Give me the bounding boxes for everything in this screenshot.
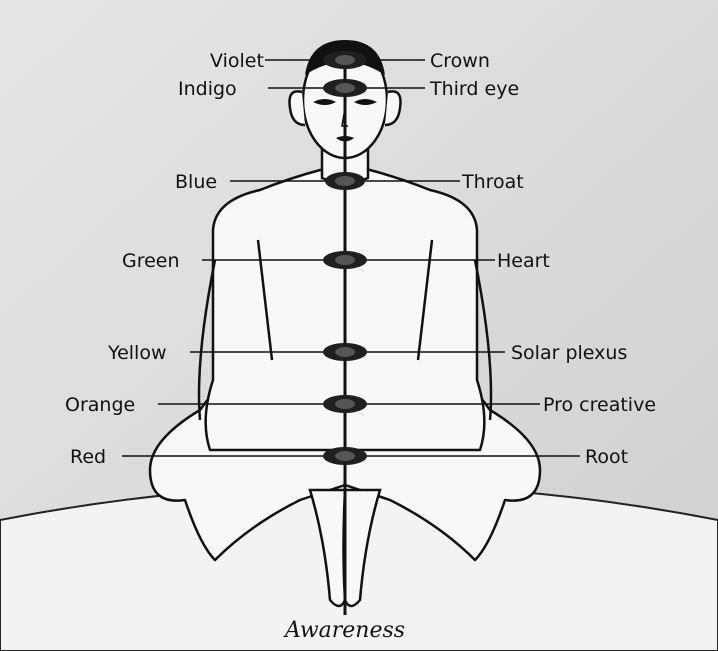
color-label: Red	[70, 446, 106, 468]
color-label: Indigo	[178, 78, 237, 100]
chakra-spot-center	[335, 55, 355, 65]
chakra-spot-center	[335, 255, 355, 265]
caption: Awareness	[283, 618, 405, 643]
chakra-spot-center	[335, 176, 355, 186]
chakra-name-label: Crown	[430, 50, 490, 72]
color-label: Yellow	[107, 342, 167, 364]
color-label: Blue	[175, 171, 217, 193]
chakra-name-label: Pro creative	[543, 394, 656, 416]
chakra-name-label: Solar plexus	[511, 342, 627, 364]
chakra-name-label: Root	[585, 446, 628, 468]
chakra-name-label: Throat	[461, 171, 524, 193]
chakra-spot-center	[335, 399, 355, 409]
chakra-spot-center	[335, 451, 355, 461]
chakra-name-label: Heart	[497, 250, 550, 272]
chakra-spot-center	[335, 83, 355, 93]
chakra-name-label: Third eye	[429, 78, 519, 100]
chakra-spot-center	[335, 347, 355, 357]
color-label: Violet	[210, 50, 264, 72]
color-label: Green	[122, 250, 180, 272]
color-label: Orange	[65, 394, 135, 416]
